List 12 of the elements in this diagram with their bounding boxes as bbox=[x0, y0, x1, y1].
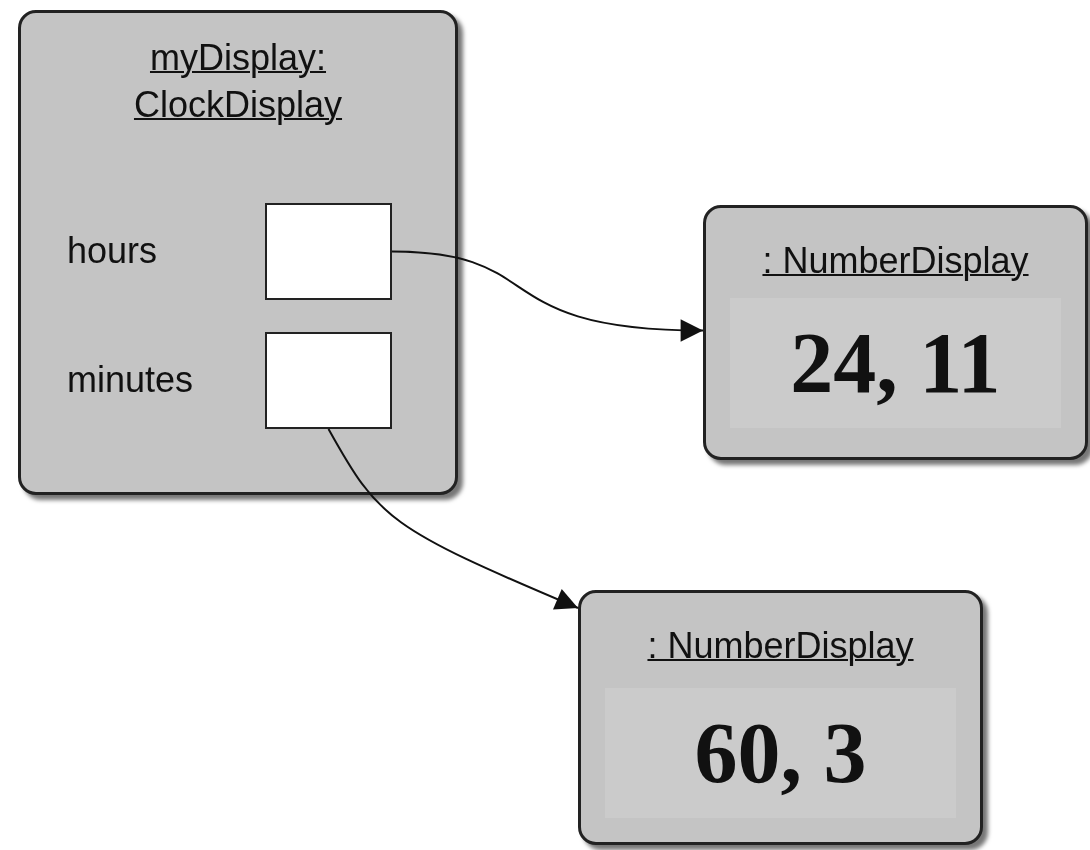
value-text: 24, 11 bbox=[730, 298, 1061, 428]
object-name: : NumberDisplay bbox=[761, 239, 1030, 283]
object-name: : NumberDisplay bbox=[646, 624, 915, 668]
value-text: 60, 3 bbox=[605, 688, 956, 818]
object-box bbox=[18, 10, 458, 495]
field-label: hours bbox=[67, 229, 158, 272]
object-box bbox=[703, 205, 1088, 460]
field-label: minutes bbox=[67, 358, 194, 401]
object-name: myDisplay: ClockDisplay bbox=[132, 36, 344, 127]
attribute-slot bbox=[265, 203, 392, 300]
attribute-slot bbox=[265, 332, 392, 429]
object-box bbox=[578, 590, 983, 845]
